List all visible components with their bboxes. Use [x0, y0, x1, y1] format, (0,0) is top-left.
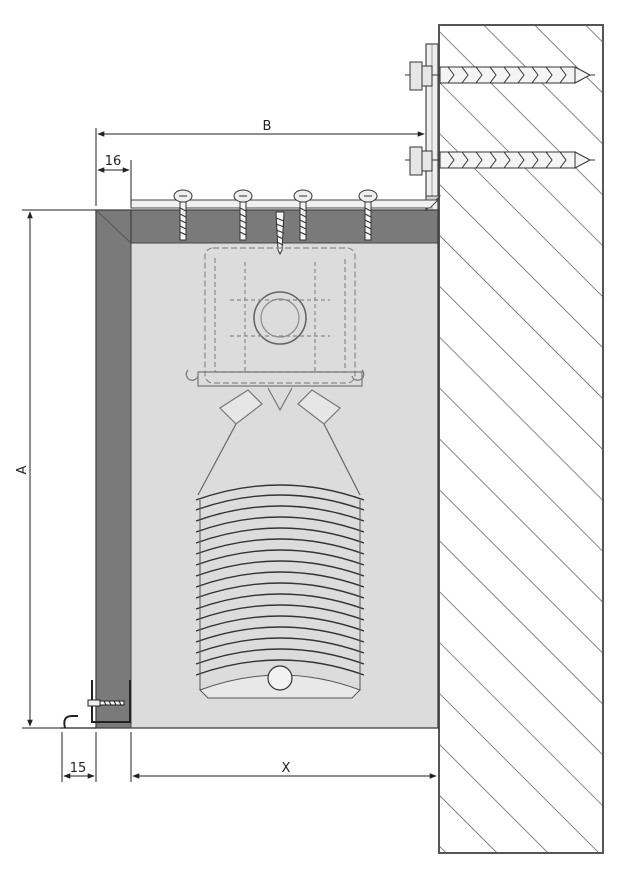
- dimension-lines: [22, 128, 437, 782]
- screw-1: [173, 189, 193, 241]
- dimension-label-b: B: [263, 119, 272, 134]
- wall-anchor-upper: [405, 61, 595, 91]
- slat-pack: [195, 484, 365, 699]
- top-screws: [173, 189, 378, 256]
- screw-2: [233, 189, 253, 241]
- center-screw: [275, 211, 285, 256]
- dimension-label-16: 16: [105, 154, 122, 169]
- top-plate: [130, 199, 440, 209]
- dimension-label-a: A: [15, 465, 30, 474]
- screw-3: [293, 189, 313, 241]
- roller-box: [95, 209, 439, 729]
- screw-4: [358, 189, 378, 241]
- wall-anchor-lower: [405, 146, 595, 176]
- wall-section: [438, 24, 604, 854]
- shutter-straps: [197, 423, 361, 496]
- guide-screw: [87, 699, 125, 707]
- dimension-label-x: X: [282, 761, 291, 776]
- dimension-label-15: 15: [70, 761, 87, 776]
- drive-mechanism: [185, 247, 365, 425]
